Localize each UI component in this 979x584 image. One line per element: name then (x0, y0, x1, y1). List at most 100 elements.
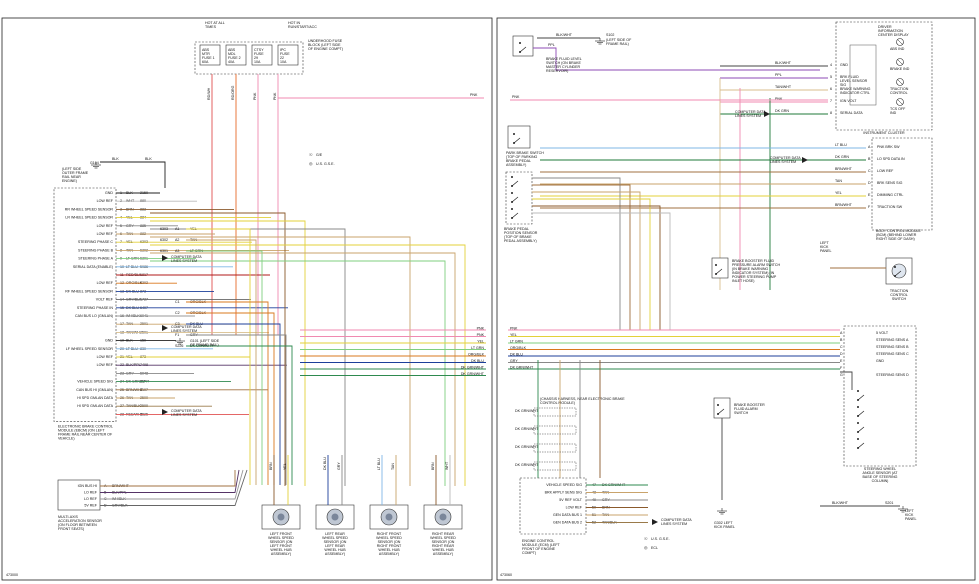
connector-wire-run (186, 228, 251, 485)
legend-mark: ☉ (644, 536, 648, 541)
switch-box (713, 397, 731, 419)
right-bus-label: ORG/BLK (468, 352, 485, 356)
ipc-pin-label: GND (840, 63, 848, 67)
switch-arm (511, 196, 519, 203)
steering-pin-label: STEERING SENS A (876, 338, 909, 342)
steering-switch-icon (857, 438, 865, 449)
ecm-pin-label: GEN DATA BUS 1 (553, 513, 582, 517)
left-bus-label: DK GRN/WHT (510, 365, 534, 369)
connector-pin: F1 (175, 333, 179, 337)
bcm-pin-number: D (868, 181, 871, 185)
ebcm-pin-label: HI SPD GMLAN DATA (77, 404, 113, 408)
ebcm-pin-label: LOW REF (97, 281, 114, 285)
ipc-pin-number: 4 (830, 63, 832, 67)
top-ground-wire-label: BLK/WHT (556, 33, 573, 37)
wheel-wire-label: YEL (283, 463, 287, 470)
switch-icon (519, 42, 527, 53)
ebcm-pin-label: GND (105, 339, 113, 343)
sensor-wire (532, 184, 631, 330)
right-page-code: 473060 (500, 573, 512, 577)
steering-pin-label: STEERING SENS C (876, 352, 909, 356)
steering-pin-label: GND (876, 359, 884, 363)
bcm-outline (871, 137, 933, 231)
left-bus-2: LT GRN (508, 339, 840, 344)
switch-contact (857, 406, 859, 408)
lamp-filament (897, 99, 903, 105)
switch-icon (894, 266, 902, 277)
ipc-pin-number: 8 (830, 111, 832, 115)
long-run-0 (150, 212, 286, 486)
ground-symbol (175, 338, 185, 345)
right-bus-7: DK GRN/WHT (300, 372, 486, 376)
sensor-pin-label: 5V REF (84, 504, 97, 508)
wheel-wire-label: BRN (431, 462, 435, 470)
steering-pin: D (840, 352, 843, 356)
arrow-icon (162, 325, 168, 331)
sensor-switch-icon (511, 176, 519, 187)
wheel-wire-label: WHT (445, 461, 449, 470)
left-bus-label: GRY (510, 359, 518, 363)
steering-gnd-wire (840, 371, 853, 390)
switch-arm (715, 268, 723, 275)
sensor-wire-run (100, 469, 240, 493)
sensor-box (57, 479, 101, 511)
switch-contact (511, 176, 513, 178)
top-ground-splice: S102 (606, 33, 614, 37)
switch-arm (857, 426, 865, 433)
right-bus-4: ORG/BLK (300, 352, 486, 357)
steering-pin-label: STEERING SENS D (876, 373, 909, 377)
left-bus-3: ORG/BLK (508, 346, 840, 350)
ebcm-pin-label: RR WHEEL SPEED SENSOR (65, 207, 114, 211)
ipc-pin-number: 6 (830, 87, 832, 91)
ground-wire-label: BLK (112, 157, 119, 161)
switch-arm (717, 408, 725, 415)
ecm-pin-label: GEN DATA BUS 2 (553, 521, 582, 525)
ecm-pin-label: LOW REF (566, 506, 583, 510)
switch-arm (519, 46, 527, 53)
ground-wire (100, 161, 166, 188)
left-bus-label: YEL (510, 333, 517, 337)
right-bus-0: PNK (300, 326, 486, 331)
arrow-icon (162, 409, 168, 415)
fuse-box (199, 44, 221, 66)
connector-circ: 6301 (160, 249, 168, 253)
fuse-rating: 10A (280, 60, 287, 64)
bcm-pin-label: PNK BRK SW (877, 145, 900, 149)
switch-arm (857, 442, 865, 449)
long-run-6 (150, 260, 446, 486)
ebcm-pin-label: LOW REF (97, 355, 114, 359)
connector-circ: 6302 (160, 238, 168, 242)
switch-contact (857, 438, 859, 440)
legend-mark: ◎ (309, 161, 313, 166)
left-bus-label: PNK (510, 326, 518, 330)
bcm-wire-label: LT BLU (835, 143, 847, 147)
